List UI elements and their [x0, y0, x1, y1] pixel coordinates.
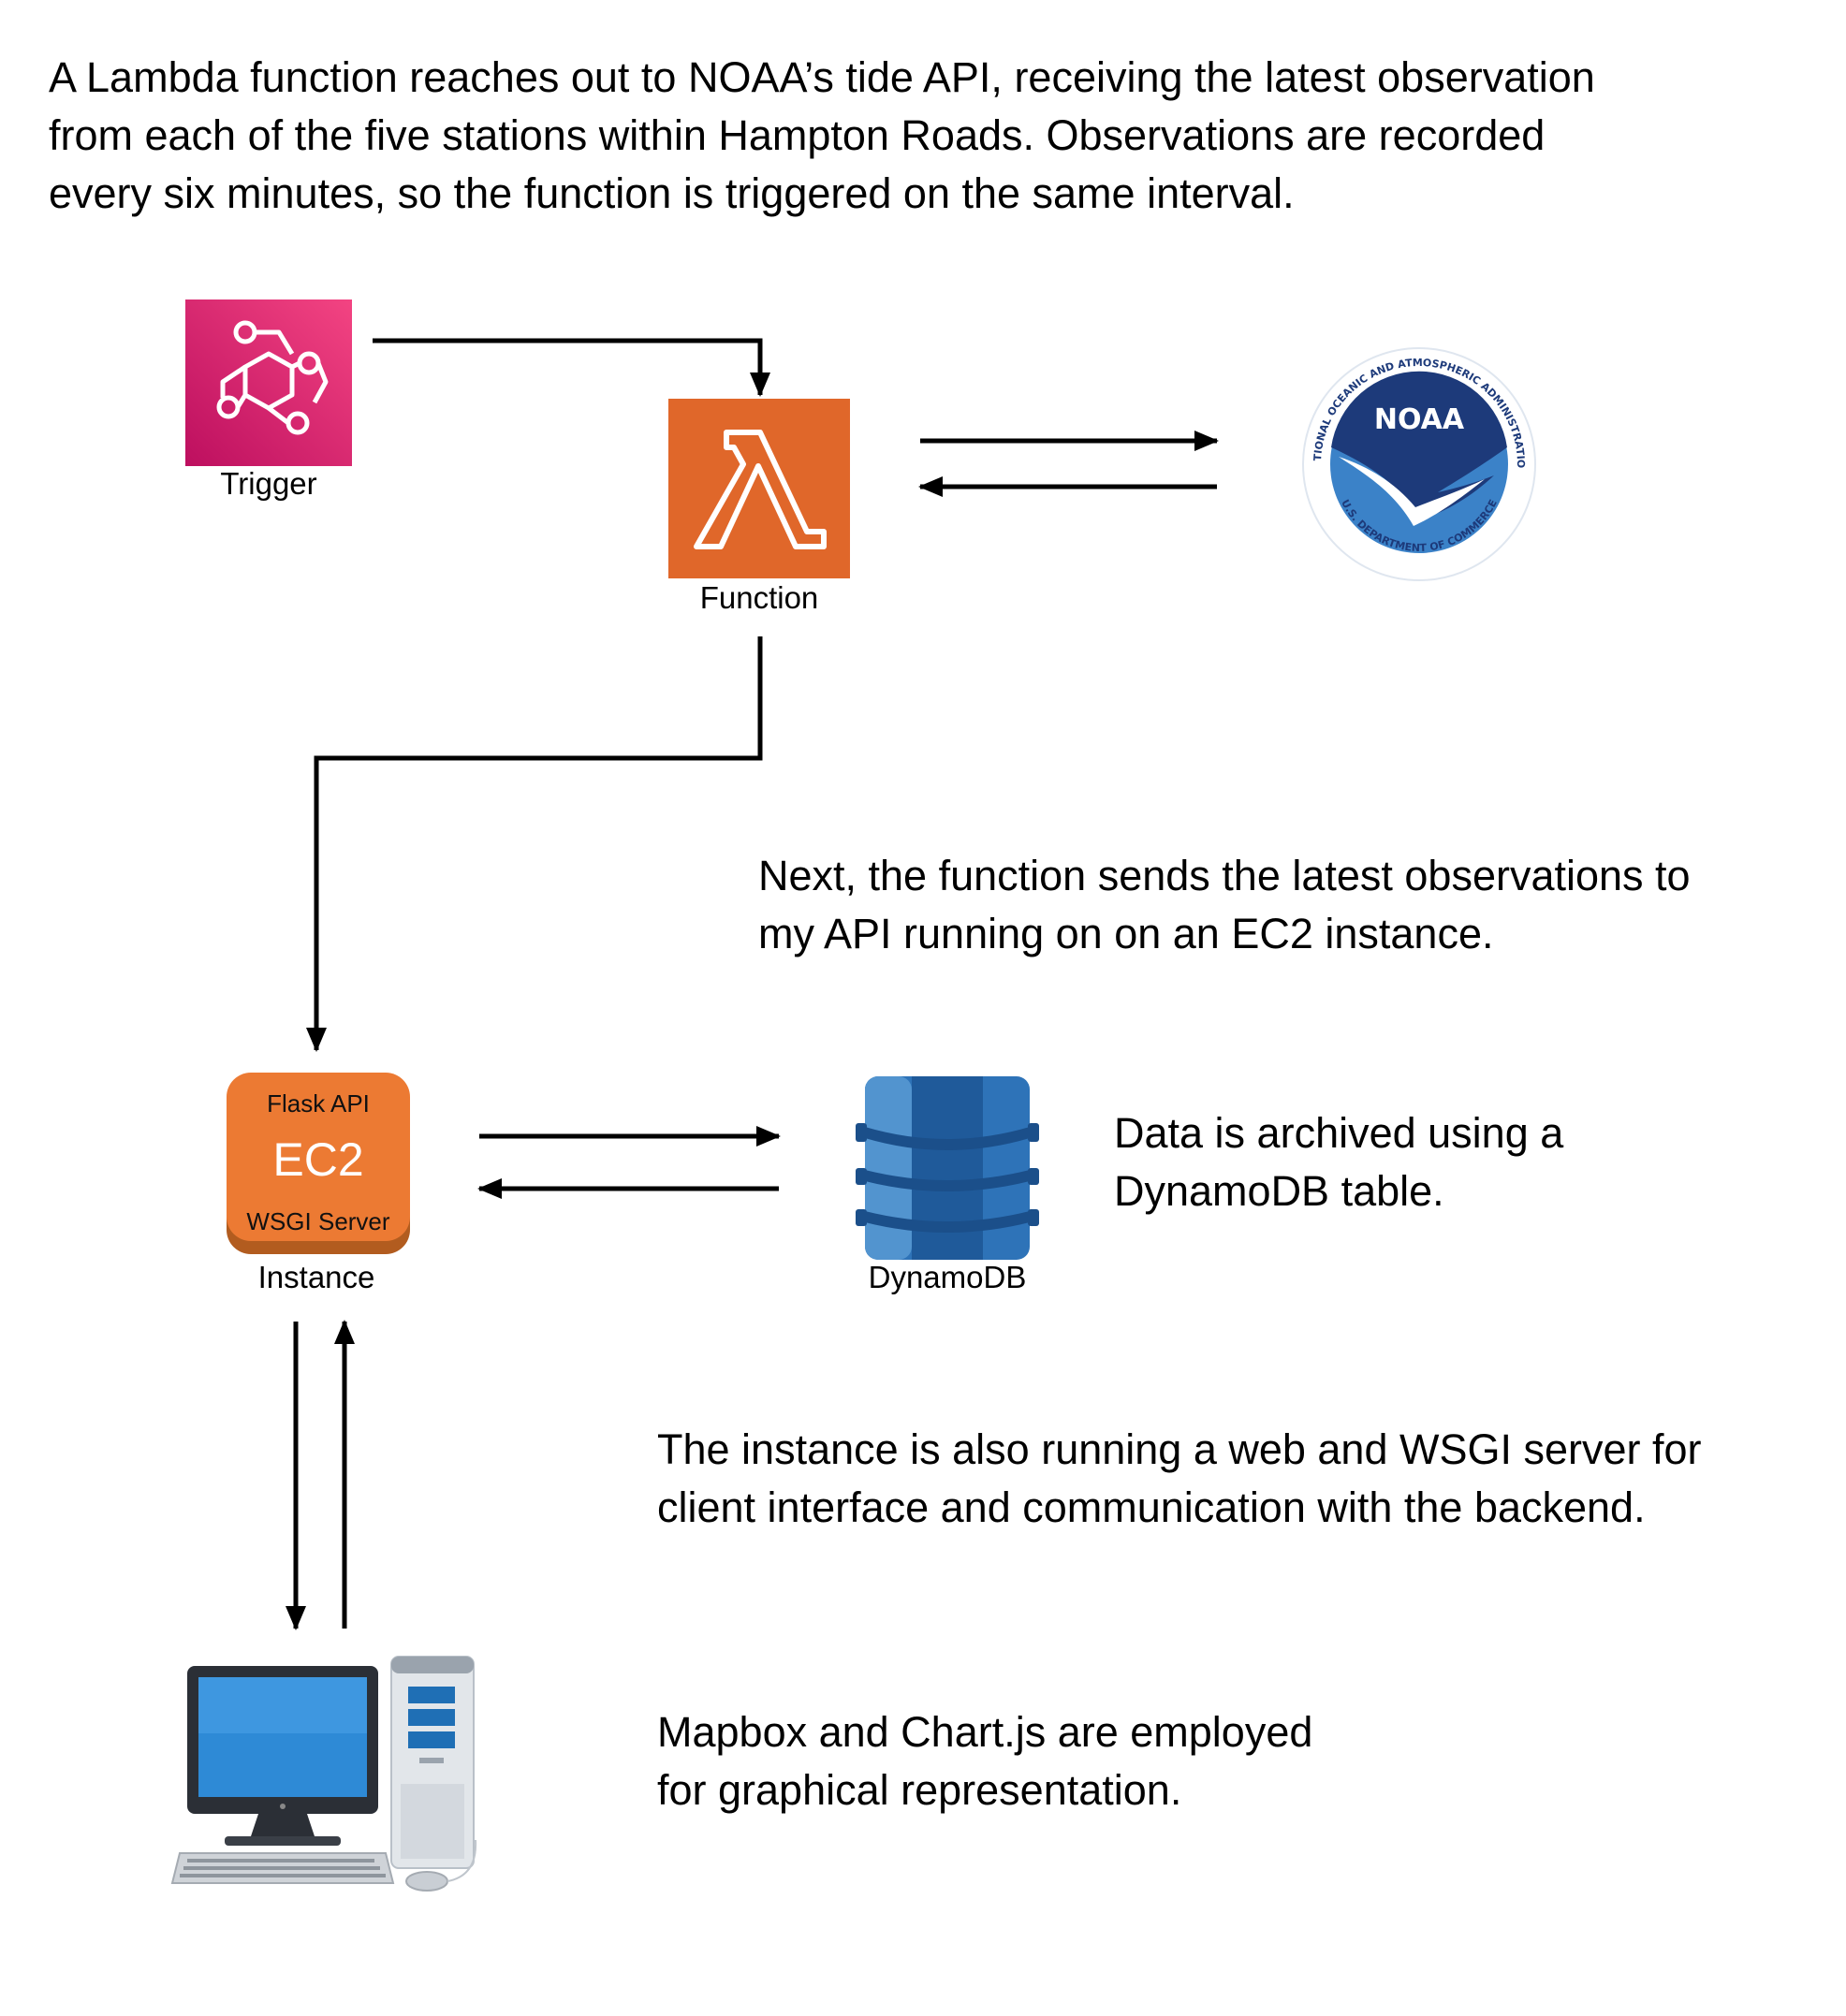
- svg-text:EC2: EC2: [272, 1133, 363, 1186]
- dynamodb-node: [856, 1071, 1039, 1265]
- noaa-node: NOAA NATIONAL OCEANIC AND ATMOSPHERIC AD…: [1293, 333, 1541, 586]
- api-paragraph: Next, the function sends the latest obse…: [758, 847, 1691, 963]
- intro-line-1: A Lambda function reaches out to NOAA’s …: [49, 53, 1595, 101]
- dynamo-paragraph: Data is archived using a DynamoDB table.: [1114, 1104, 1563, 1220]
- instance-line-1: The instance is also running a web and W…: [657, 1425, 1702, 1473]
- noaa-logo: NOAA NATIONAL OCEANIC AND ATMOSPHERIC AD…: [1293, 333, 1536, 581]
- instance-paragraph: The instance is also running a web and W…: [657, 1421, 1702, 1537]
- dynamo-line-1: Data is archived using a: [1114, 1109, 1564, 1157]
- client-paragraph: Mapbox and Chart.js are employed for gra…: [657, 1703, 1312, 1819]
- instance-node: Flask API EC2 WSGI Server: [227, 1073, 410, 1256]
- intro-line-2: from each of the five stations within Ha…: [49, 111, 1546, 159]
- ec2-icon: Flask API EC2 WSGI Server: [227, 1073, 410, 1254]
- client-line-2: for graphical representation.: [657, 1766, 1182, 1814]
- instance-label: Instance: [257, 1260, 375, 1294]
- dynamodb-label: DynamoDB: [868, 1260, 1027, 1294]
- client-node: [168, 1653, 496, 1896]
- instance-line-2: client interface and communication with …: [657, 1483, 1646, 1531]
- svg-text:Flask API: Flask API: [267, 1089, 370, 1118]
- function-to-instance-connector: [306, 636, 763, 1052]
- function-node: [668, 399, 850, 578]
- dynamodb-icon: [856, 1076, 1039, 1260]
- lambda-icon: [668, 399, 850, 578]
- eventbridge-icon: [185, 299, 352, 466]
- api-line-2: my API running on on an EC2 instance.: [758, 910, 1494, 957]
- dynamo-line-2: DynamoDB table.: [1114, 1167, 1444, 1215]
- intro-paragraph: A Lambda function reaches out to NOAA’s …: [49, 49, 1595, 223]
- svg-text:NOAA: NOAA: [1374, 403, 1465, 436]
- svg-text:WSGI Server: WSGI Server: [246, 1207, 389, 1235]
- api-line-1: Next, the function sends the latest obse…: [758, 852, 1691, 899]
- desktop-computer-icon: [170, 1656, 477, 1892]
- trigger-to-function-connector: [373, 338, 770, 397]
- function-label: Function: [699, 580, 819, 615]
- trigger-label: Trigger: [220, 466, 317, 501]
- client-line-1: Mapbox and Chart.js are employed: [657, 1708, 1313, 1756]
- intro-line-3: every six minutes, so the function is tr…: [49, 169, 1295, 217]
- trigger-node: [185, 299, 352, 466]
